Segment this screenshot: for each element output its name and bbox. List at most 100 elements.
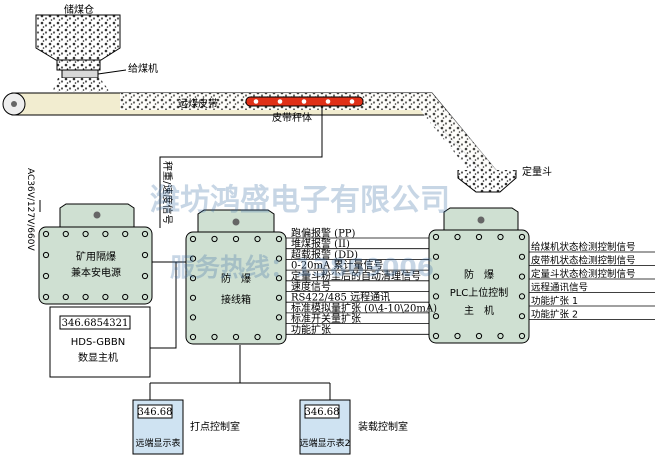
remote-display-1-room: 打点控制室 — [190, 420, 240, 433]
middle-signal-label: 超载报警 (DD) — [291, 248, 358, 261]
remote-display-2-caption: 远端显示表2 — [300, 437, 351, 449]
bolt-hole — [432, 233, 440, 241]
bolt-hole — [122, 230, 129, 238]
bolt-hole — [518, 313, 526, 320]
watermark-company: 潍坊鸿盛电子有限公司 — [150, 183, 450, 218]
belt-scale: 皮带秤体 — [245, 96, 364, 124]
bolt-hole — [42, 230, 50, 238]
bolt-hole — [42, 272, 50, 280]
bunker-label: 储煤仓 — [64, 3, 94, 16]
bolt-hole — [454, 233, 461, 241]
power-supply-box: 矿用隔爆 兼本安电源 — [38, 203, 153, 305]
bolt-hole — [102, 293, 109, 301]
dosing-hopper: 定量斗 — [457, 165, 552, 193]
belt-scale-label: 皮带秤体 — [272, 111, 312, 124]
middle-signal-label: 速度信号 — [291, 280, 331, 293]
watermark-hotline: 服务热线：13869006 — [170, 253, 434, 282]
main-unit-screen — [59, 315, 131, 330]
bolt-hole — [518, 332, 526, 340]
remote-display-1-caption: 远端显示表 — [135, 437, 180, 449]
junction-box-line2: 接线箱 — [221, 293, 251, 306]
bolt-hole — [62, 293, 69, 301]
bolt-hole — [189, 235, 197, 243]
bolt-hole — [189, 255, 197, 262]
bolt-hole — [82, 293, 89, 301]
plc-host-line2: PLC上位控制 — [450, 286, 509, 299]
bolt-hole — [275, 294, 283, 301]
main-display-unit: 346.6854321 HDS-GBBN 数显主机 — [49, 306, 151, 378]
remote-display-2-reading: 346.68 — [305, 407, 340, 418]
middle-signal-list: 跑偏报警 (PP)堆煤报警 (II)超载报警 (DD)0-20mA 累计量信号定… — [286, 227, 437, 336]
speed-signal-label: 秤重/速度信号 — [161, 161, 174, 224]
bolt-hole — [122, 293, 129, 301]
bolt-hole — [275, 333, 283, 341]
power-cable-label: AC36V/127V/660V — [25, 168, 35, 251]
bolt-hole — [432, 293, 440, 300]
middle-signal-label: 标准模拟量扩张 (0\4-10\20mA) — [291, 301, 437, 314]
bolt-hole — [189, 314, 197, 321]
bolt-hole — [254, 333, 261, 341]
bolt-hole — [82, 230, 89, 238]
right-signal-list: 给煤机状态检测控制信号皮带机状态检测控制信号定量斗状态检测控制信号远程通讯信号功… — [529, 241, 655, 321]
bolt-hole — [141, 293, 149, 301]
middle-signal-label: 0-20mA 累计量信号 — [291, 259, 383, 272]
middle-signal-label: 标准开关量扩张 — [291, 312, 361, 325]
middle-signal-label: 堆煤报警 (II) — [291, 237, 350, 250]
bolt-hole — [497, 233, 504, 241]
plc-host: 防 爆 PLC上位控制 主 机 — [428, 207, 530, 344]
coal-feeder: 给煤机 — [61, 62, 158, 79]
bolt-hole — [432, 253, 440, 260]
main-unit-model: HDS-GBBN — [71, 337, 126, 348]
bolt-hole — [189, 275, 197, 282]
bolt-hole — [42, 251, 50, 259]
remote-display-1: 346.68 远端显示表 打点控制室 — [132, 399, 240, 455]
middle-signal-label: RS422/485 远程通讯 — [291, 292, 390, 304]
bolt-hole — [497, 332, 504, 340]
bolt-hole — [475, 233, 483, 241]
coal-bunker: 储煤仓 — [35, 3, 121, 71]
bolt-hole — [432, 332, 440, 340]
main-unit-name: 数显主机 — [78, 351, 118, 364]
bolt-hole — [475, 332, 483, 340]
middle-signal-label: 定量斗粉尘后的自动清理信号 — [291, 269, 421, 282]
bolt-hole — [275, 314, 283, 321]
feeder-label: 给煤机 — [128, 62, 158, 75]
remote-display-1-reading: 346.68 — [138, 407, 173, 418]
remote-display-2: 346.68 远端显示表2 装载控制室 — [299, 399, 408, 455]
middle-signal-label: 功能扩张 — [291, 323, 331, 336]
bolt-hole — [275, 275, 283, 282]
plc-host-line3: 主 机 — [464, 304, 494, 317]
middle-signal-label: 跑偏报警 (PP) — [291, 227, 356, 240]
conveyor-label: 运煤皮带 — [178, 97, 218, 110]
bolt-hole — [211, 333, 218, 341]
right-signal-label: 给煤机状态检测控制信号 — [531, 241, 636, 253]
bolt-hole — [62, 230, 69, 238]
remote-display-2-room: 装载控制室 — [358, 420, 408, 433]
bolt-hole — [432, 313, 440, 320]
right-signal-label: 远程通讯信号 — [531, 282, 588, 294]
plc-host-line1: 防 爆 — [464, 268, 494, 281]
bolt-hole — [232, 235, 240, 243]
bolt-hole — [141, 272, 149, 280]
bolt-holes — [189, 235, 283, 341]
bolt-hole — [518, 253, 526, 260]
power-box-line1: 矿用隔爆 — [76, 250, 116, 263]
bolt-hole — [275, 235, 283, 243]
conveyor-belt: 运煤皮带 — [2, 92, 501, 191]
bolt-hole — [518, 233, 526, 241]
bolt-holes — [432, 233, 526, 340]
bolt-hole — [189, 333, 197, 341]
right-signal-label: 功能扩张 2 — [531, 309, 578, 321]
signal-wiring — [39, 106, 331, 400]
bolt-hole — [518, 293, 526, 300]
bolt-hole — [141, 230, 149, 238]
bolt-hole — [102, 230, 109, 238]
bolt-hole — [275, 255, 283, 262]
bolt-hole — [141, 251, 149, 259]
bolt-hole — [254, 235, 261, 243]
junction-box: 防 爆 接线箱 — [185, 209, 287, 345]
right-signal-label: 皮带机状态检测控制信号 — [531, 255, 636, 267]
bolt-hole — [232, 333, 240, 341]
junction-box-line1: 防 爆 — [221, 272, 251, 285]
